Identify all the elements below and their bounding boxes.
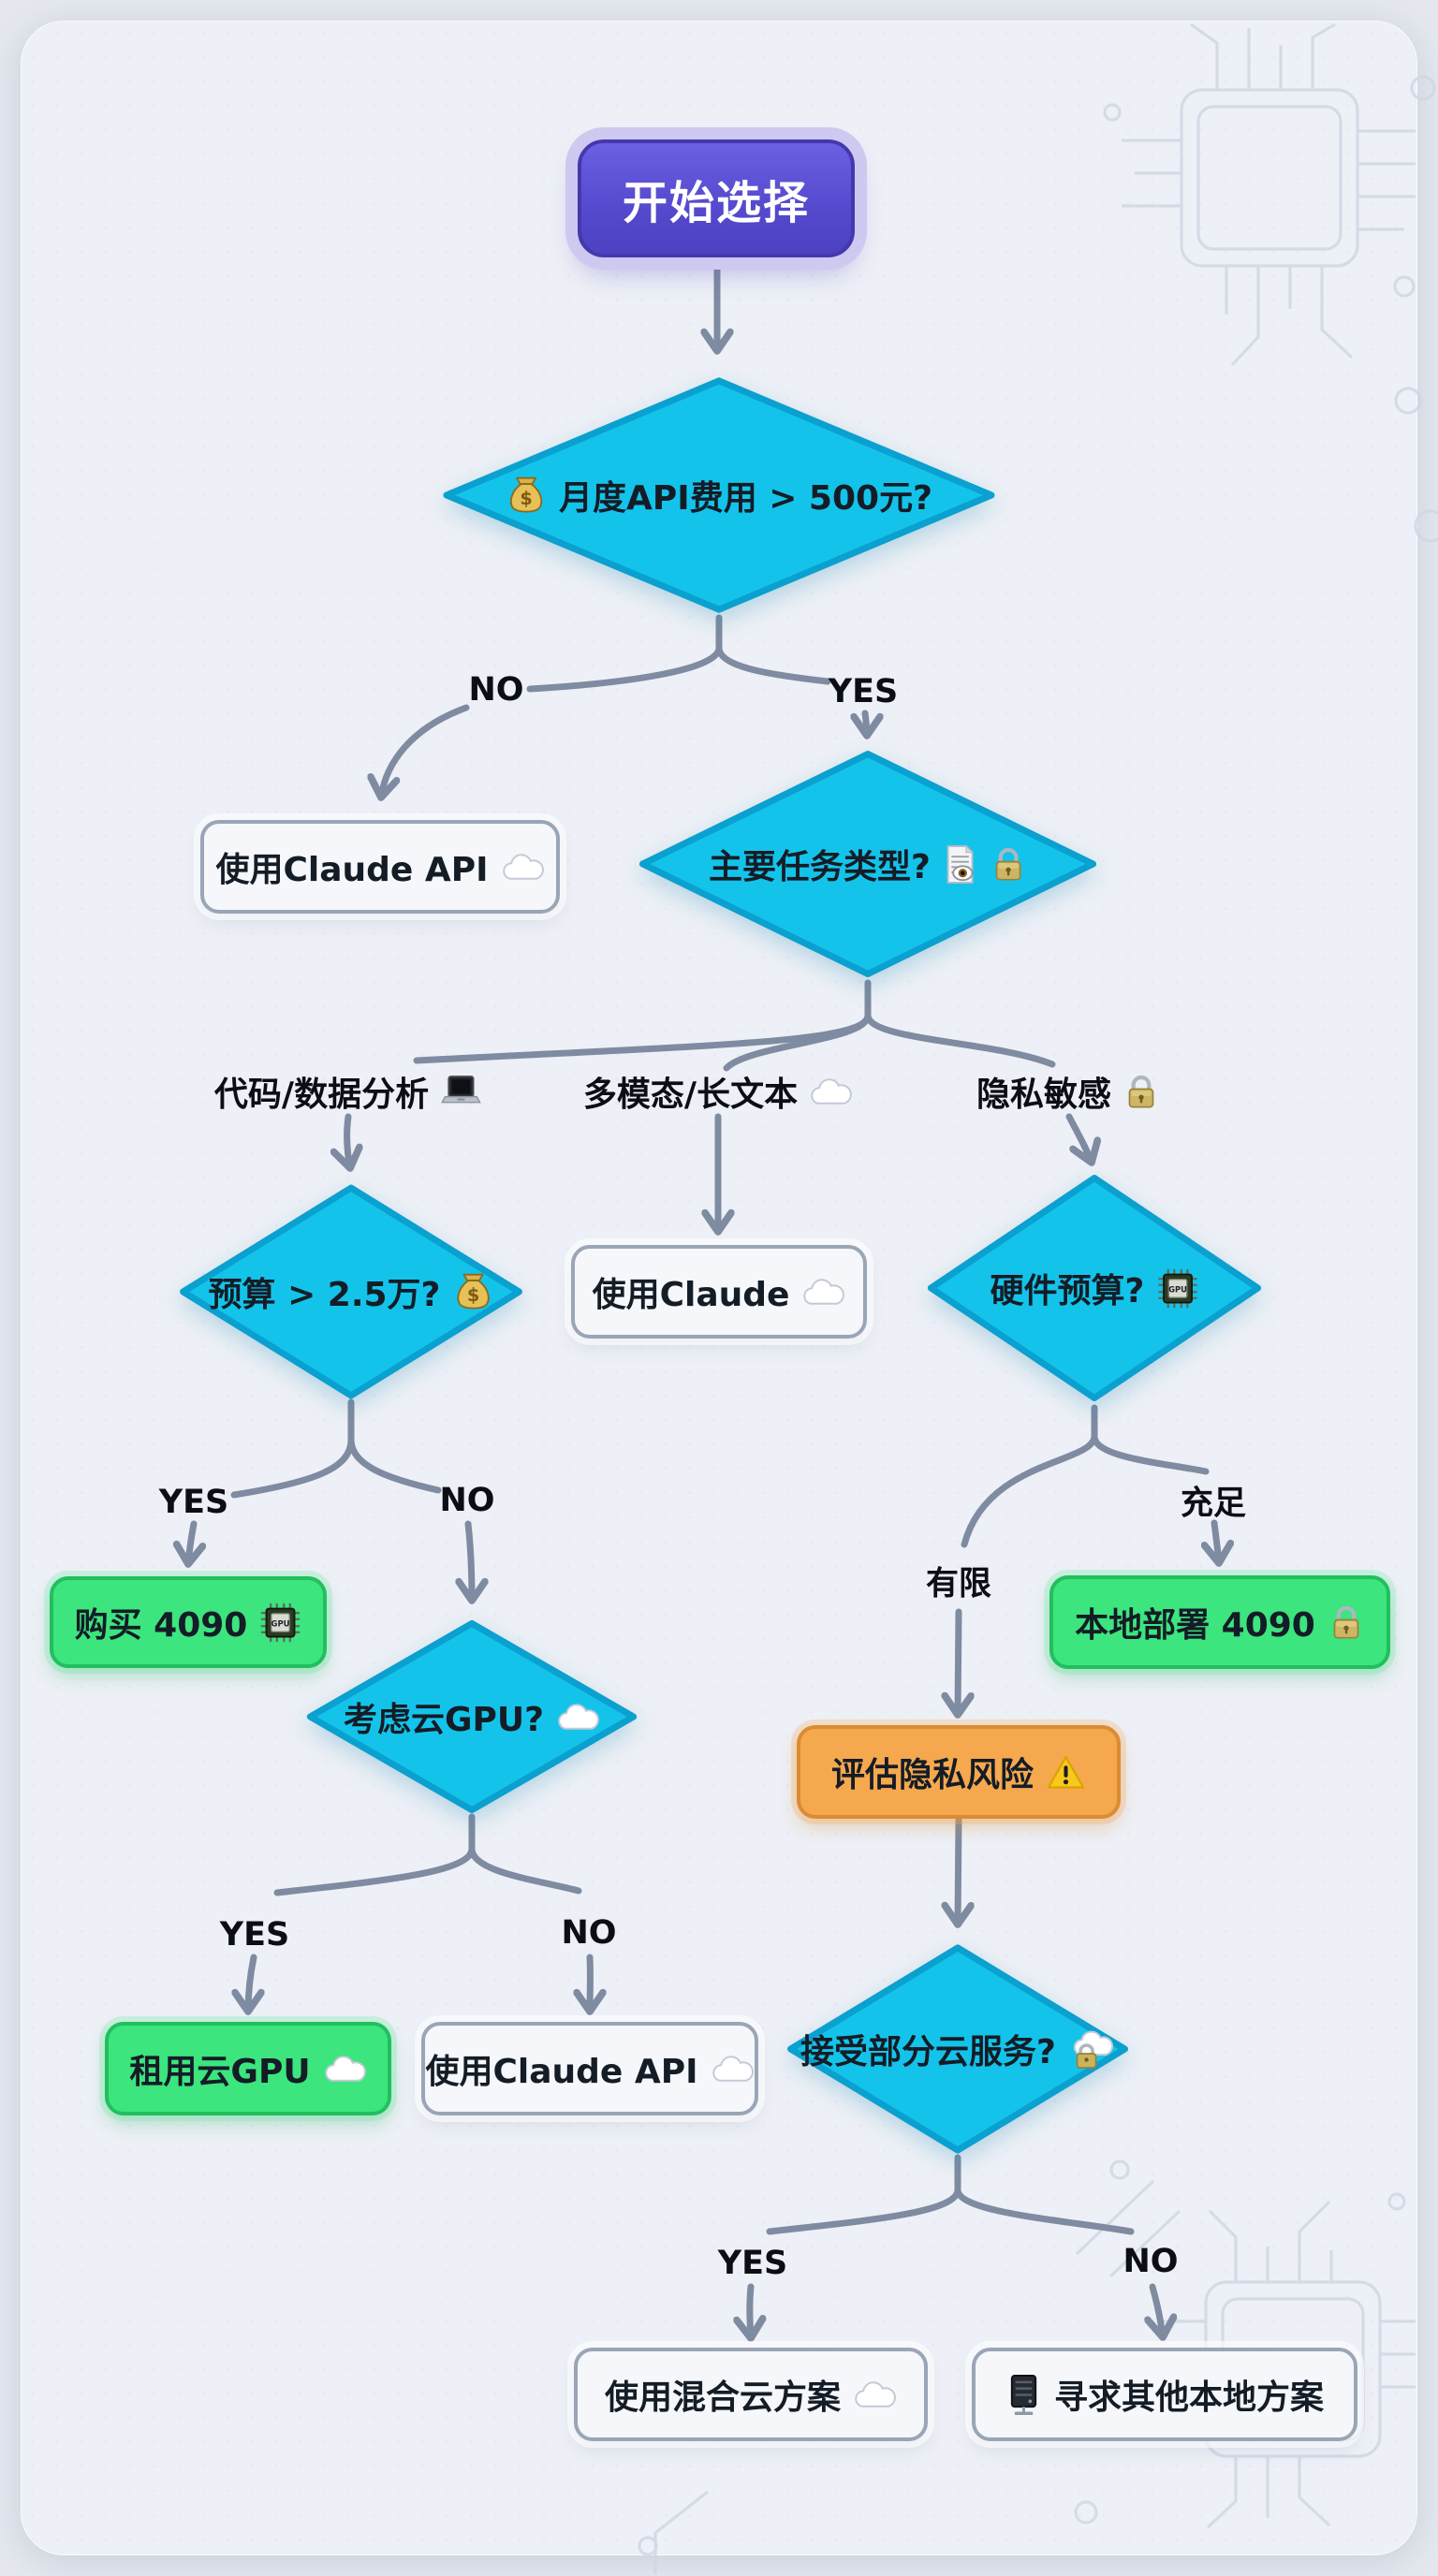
branch-label-privacy-text: 隐私敏感 — [976, 1076, 1112, 1114]
cloud-icon — [556, 1702, 600, 1732]
decision-budget-shape — [178, 1181, 524, 1402]
edge-label-no-3: NO — [561, 1914, 617, 1952]
server-icon — [1005, 2373, 1042, 2417]
decision-api-cost-shape — [438, 373, 1000, 617]
start-node-label: 开始选择 — [622, 177, 810, 229]
edge-label-no-2: NO — [439, 1482, 495, 1519]
node-other-local: 寻求其他本地方案 — [972, 2348, 1357, 2441]
decision-hw-budget-shape — [926, 1171, 1263, 1405]
decision-task-type: 主要任务类型? — [709, 840, 1027, 888]
lock-icon — [990, 844, 1027, 884]
edge-label-yes-4: YES — [717, 2245, 788, 2282]
node-use-claude-api-2-label: 使用Claude API — [425, 2053, 698, 2091]
decision-api-cost-label: 月度API费用 > 500元? — [559, 479, 932, 518]
cloud-icon — [853, 2379, 897, 2409]
node-local-4090: 本地部署 4090 — [1049, 1575, 1390, 1669]
decision-task-type-shape — [636, 747, 1100, 981]
node-local-4090-label: 本地部署 4090 — [1075, 1606, 1315, 1645]
money-bag-icon — [506, 475, 547, 516]
warning-icon — [1046, 1754, 1086, 1791]
node-buy-4090: 购买 4090 — [50, 1576, 327, 1668]
node-hybrid-cloud-label: 使用混合云方案 — [604, 2378, 841, 2417]
cloud-icon — [801, 1277, 845, 1307]
decision-api-cost: 月度API费用 > 500元? — [506, 471, 932, 520]
decision-partial-cloud-shape — [785, 1941, 1130, 2157]
lock-icon — [1328, 1603, 1365, 1642]
edge-label-no-4: NO — [1123, 2243, 1179, 2280]
start-node: 开始选择 — [578, 139, 855, 257]
node-use-claude-api-1-label: 使用Claude API — [215, 851, 489, 889]
decision-hw-budget: 硬件预算? — [990, 1264, 1199, 1312]
decision-cloud-gpu-shape — [305, 1617, 638, 1816]
decision-partial-cloud-label: 接受部分云服务? — [800, 2033, 1056, 2071]
node-rent-cloud-gpu-label: 租用云GPU — [129, 2053, 311, 2091]
lock-icon — [1123, 1072, 1160, 1111]
decision-partial-cloud: 接受部分云服务? — [800, 2025, 1115, 2073]
laptop-icon — [440, 1074, 482, 1109]
decision-cloud-gpu-label: 考虑云GPU? — [343, 1701, 545, 1739]
node-use-claude-label: 使用Claude — [592, 1276, 790, 1314]
branch-label-code: 代码/数据分析 — [214, 1067, 482, 1116]
gpu-chip-icon — [1156, 1267, 1198, 1310]
node-rent-cloud-gpu: 租用云GPU — [105, 2022, 391, 2115]
node-buy-4090-label: 购买 4090 — [74, 1606, 248, 1645]
branch-label-multimodal: 多模态/长文本 — [583, 1067, 853, 1116]
cloud-icon — [809, 1076, 853, 1106]
document-eye-icon — [943, 843, 977, 886]
edge-label-yes-1: YES — [828, 673, 899, 710]
node-use-claude-api-1: 使用Claude API — [200, 820, 560, 914]
decision-budget: 预算 > 2.5万? — [209, 1267, 494, 1316]
cloud-icon — [501, 852, 545, 882]
branch-label-code-text: 代码/数据分析 — [213, 1076, 430, 1114]
cloud-icon — [711, 2054, 755, 2084]
cloud-icon — [323, 2054, 367, 2084]
node-assess-risk: 评估隐私风险 — [797, 1725, 1121, 1819]
decision-cloud-gpu: 考虑云GPU? — [344, 1692, 600, 1741]
money-bag-icon — [452, 1271, 493, 1312]
edge-label-yes-3: YES — [219, 1916, 290, 1954]
edge-label-sufficient: 充足 — [1180, 1485, 1247, 1523]
decision-budget-label: 预算 > 2.5万? — [208, 1276, 441, 1314]
edge-label-no-1: NO — [468, 671, 524, 709]
node-use-claude: 使用Claude — [571, 1245, 867, 1339]
edge-label-yes-2: YES — [158, 1484, 229, 1521]
node-use-claude-api-2: 使用Claude API — [421, 2022, 758, 2115]
branch-label-privacy: 隐私敏感 — [976, 1067, 1160, 1116]
decision-task-type-label: 主要任务类型? — [709, 848, 931, 886]
gpu-chip-icon — [259, 1602, 301, 1644]
decision-hw-budget-label: 硬件预算? — [990, 1272, 1145, 1310]
node-assess-risk-label: 评估隐私风险 — [830, 1756, 1034, 1794]
node-other-local-label: 寻求其他本地方案 — [1053, 2378, 1324, 2417]
node-hybrid-cloud: 使用混合云方案 — [574, 2348, 928, 2441]
branch-label-multimodal-text: 多模态/长文本 — [582, 1076, 799, 1114]
edge-label-limited: 有限 — [925, 1565, 992, 1603]
cloud-lock-icon — [1068, 2029, 1115, 2070]
